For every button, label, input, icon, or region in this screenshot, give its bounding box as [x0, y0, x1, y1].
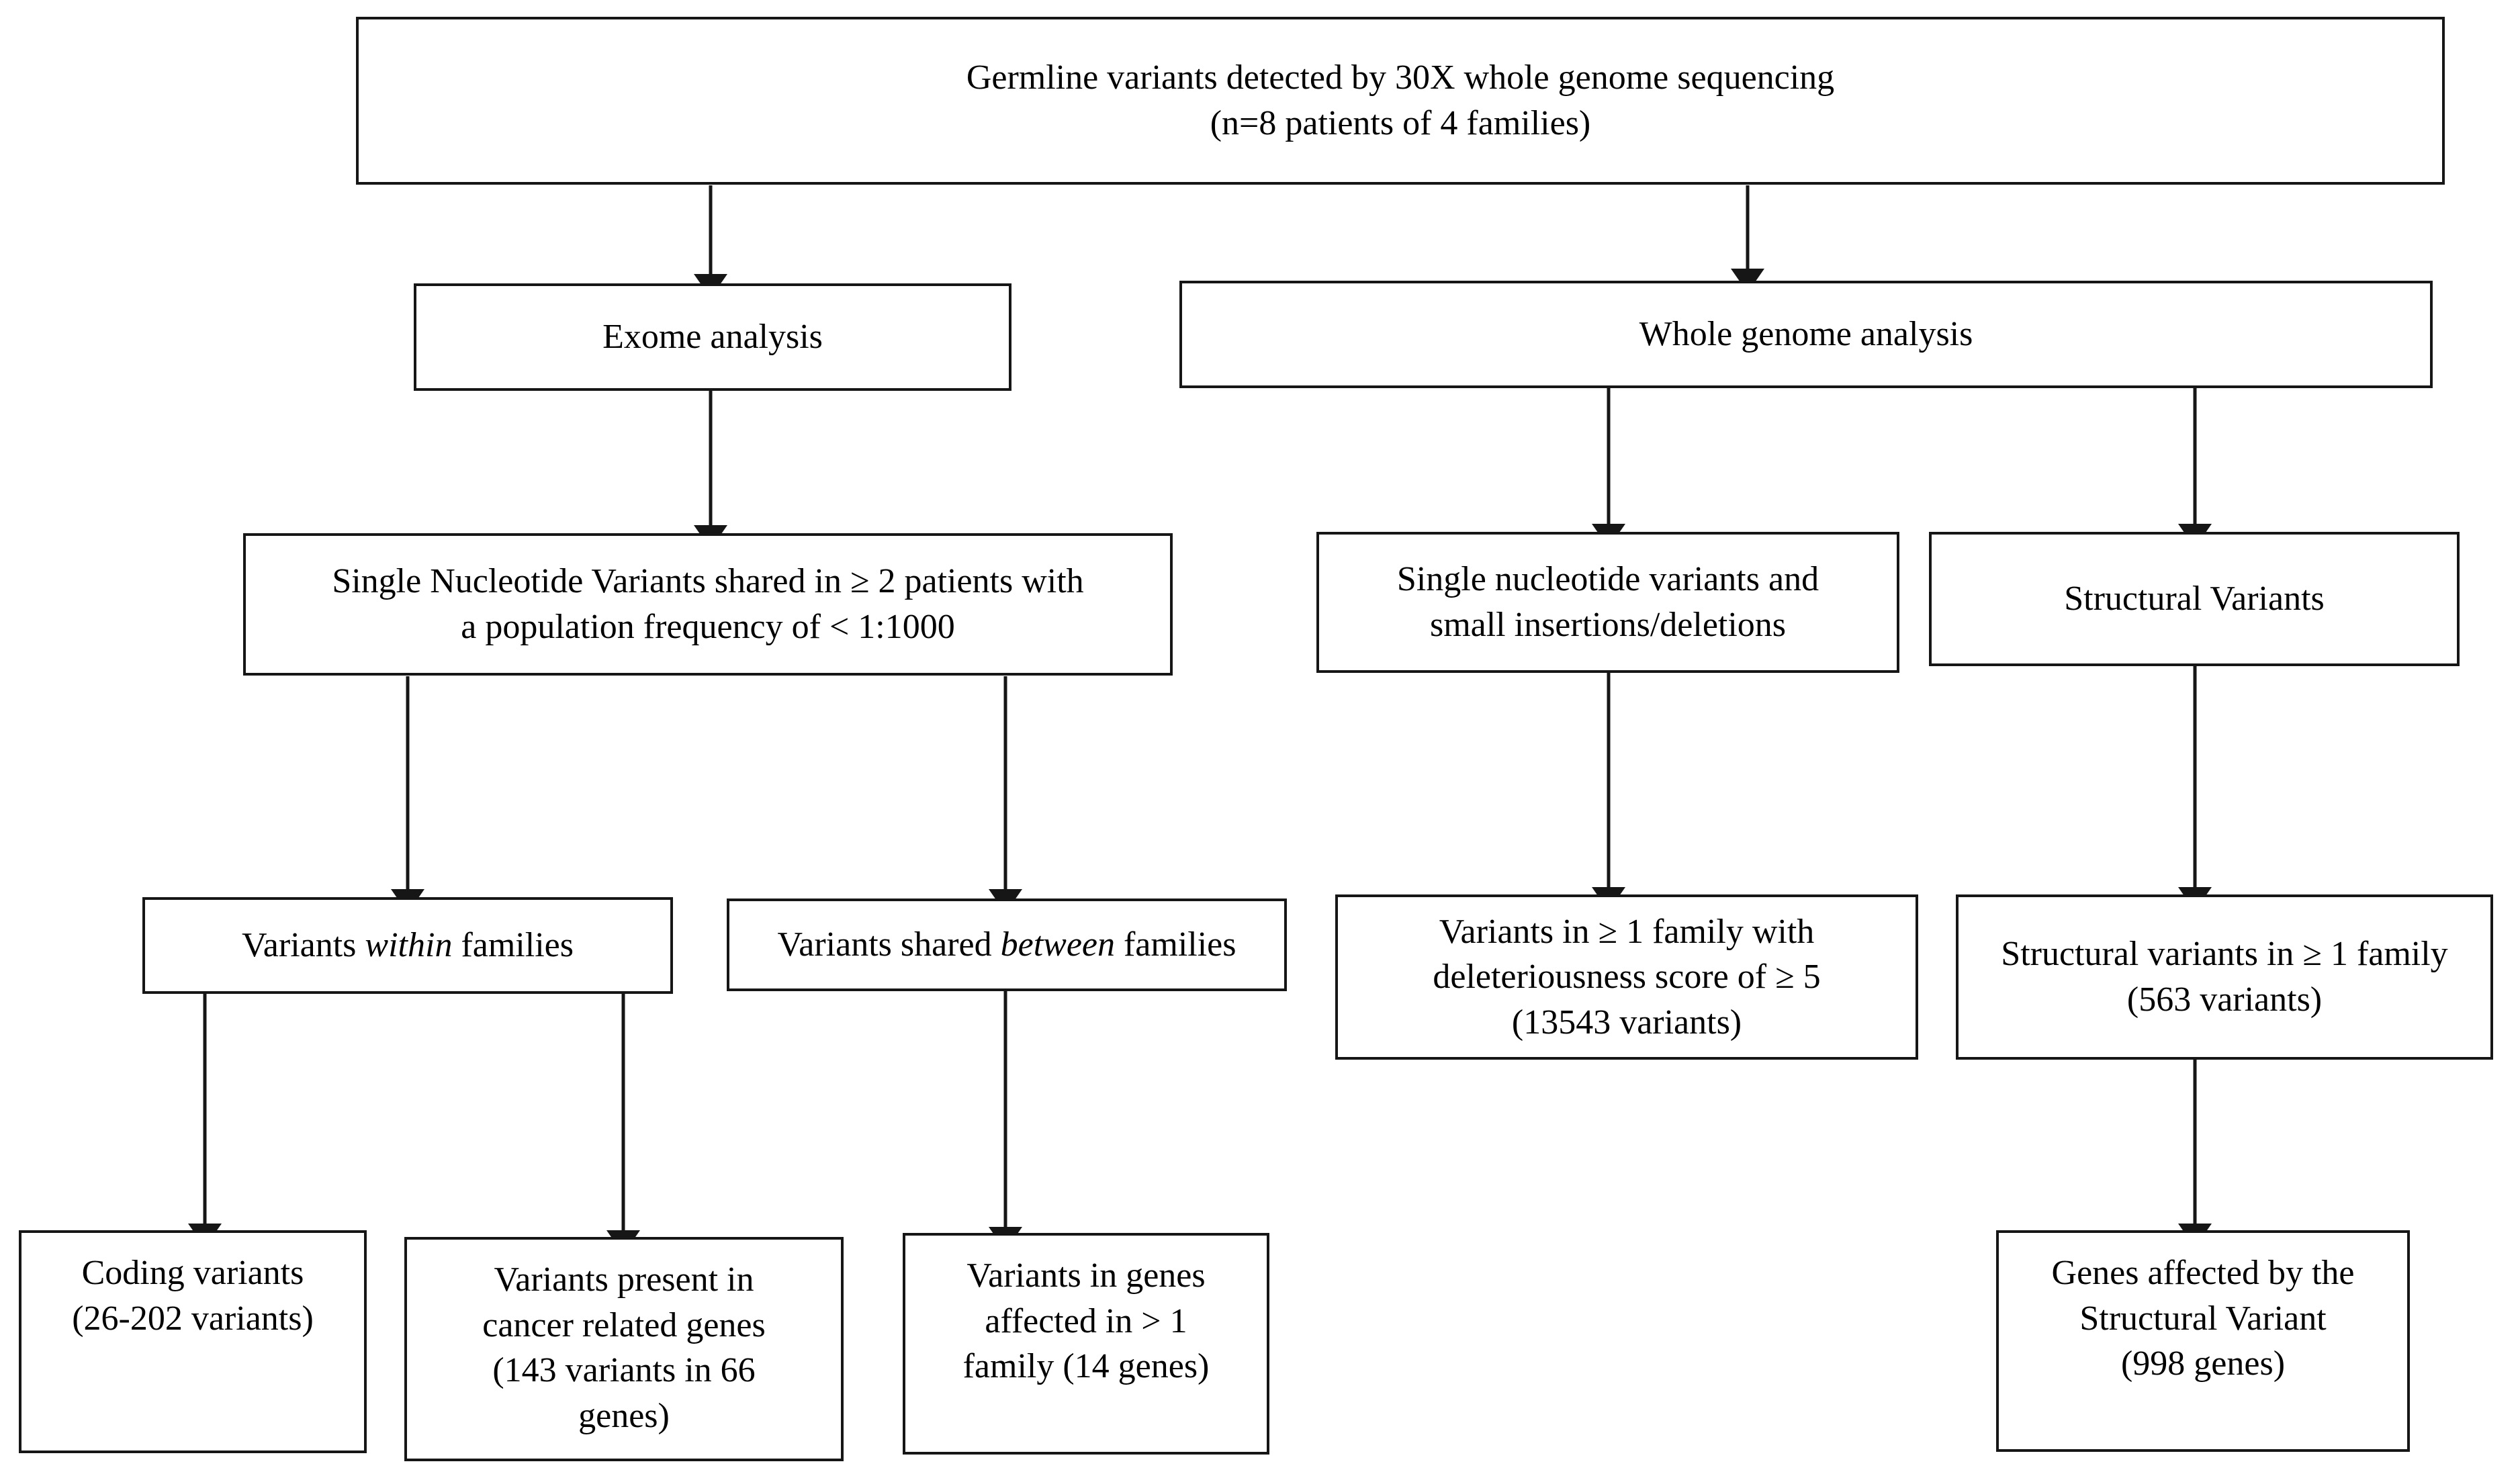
node-coding-variants[interactable]: Coding variants (26-202 variants) [19, 1230, 367, 1453]
node-sv-one-family-line1: Structural variants in ≥ 1 family [2001, 935, 2448, 974]
node-between-families[interactable]: Variants shared between families [727, 899, 1287, 991]
node-root-line1: Germline variants detected by 30X whole … [966, 58, 1835, 97]
node-genes-affected-sv-line3: (998 genes) [2120, 1344, 2286, 1383]
node-between-families-emphasis: between [1000, 925, 1115, 964]
node-genes-affected-sv[interactable]: Genes affected by the Structural Variant… [1996, 1230, 2410, 1452]
node-cancer-genes-line2: cancer related genes [482, 1305, 766, 1344]
node-snv-shared-line1: Single Nucleotide Variants shared in ≥ 2… [332, 562, 1084, 601]
node-root-line2: (n=8 patients of 4 families) [1210, 104, 1591, 142]
node-wgs-analysis-label: Whole genome analysis [1639, 315, 1973, 354]
node-genes-affected-sv-line1: Genes affected by the [2051, 1254, 2355, 1292]
node-between-families-suffix: families [1114, 925, 1236, 964]
node-snv-indels-line2: small insertions/deletions [1429, 606, 1787, 644]
node-exome-analysis-label: Exome analysis [602, 318, 823, 357]
node-coding-variants-line2: (26-202 variants) [72, 1299, 314, 1338]
node-genes-multi-family-line1: Variants in genes [966, 1256, 1206, 1295]
node-cancer-genes-line4: genes) [578, 1396, 670, 1435]
node-genes-multi-family-line2: affected in > 1 [985, 1301, 1187, 1340]
node-wgs-analysis[interactable]: Whole genome analysis [1179, 281, 2433, 388]
node-structural-variants[interactable]: Structural Variants [1929, 532, 2460, 666]
node-within-families-prefix: Variants [242, 926, 365, 965]
node-snv-shared[interactable]: Single Nucleotide Variants shared in ≥ 2… [243, 533, 1173, 676]
node-cancer-genes[interactable]: Variants present in cancer related genes… [404, 1237, 844, 1461]
node-snv-indels-line1: Single nucleotide variants and [1396, 560, 1819, 599]
node-between-families-prefix: Variants shared [777, 925, 1001, 964]
node-sv-one-family-line2: (563 variants) [2126, 980, 2323, 1019]
node-deleterious-variants-line1: Variants in ≥ 1 family with [1439, 912, 1815, 951]
node-exome-analysis[interactable]: Exome analysis [414, 283, 1011, 391]
node-snv-shared-line2: a population frequency of < 1:1000 [461, 608, 955, 646]
node-within-families-suffix: families [452, 926, 574, 965]
node-deleterious-variants[interactable]: Variants in ≥ 1 family with deleteriousn… [1335, 894, 1918, 1060]
node-coding-variants-line1: Coding variants [81, 1254, 304, 1292]
node-deleterious-variants-line3: (13543 variants) [1511, 1003, 1742, 1042]
node-within-families[interactable]: Variants within families [142, 897, 673, 994]
node-structural-variants-label: Structural Variants [2064, 580, 2325, 618]
node-root[interactable]: Germline variants detected by 30X whole … [356, 17, 2445, 185]
node-cancer-genes-line3: (143 variants in 66 [492, 1351, 756, 1390]
node-genes-multi-family-line3: family (14 genes) [962, 1347, 1210, 1386]
node-genes-affected-sv-line2: Structural Variant [2079, 1299, 2327, 1338]
node-within-families-emphasis: within [365, 926, 453, 965]
node-cancer-genes-line1: Variants present in [494, 1260, 754, 1299]
node-genes-multi-family[interactable]: Variants in genes affected in > 1 family… [903, 1233, 1269, 1455]
node-deleterious-variants-line2: deleteriousness score of ≥ 5 [1433, 958, 1821, 997]
node-sv-one-family[interactable]: Structural variants in ≥ 1 family (563 v… [1956, 894, 2493, 1060]
node-snv-indels[interactable]: Single nucleotide variants and small ins… [1316, 532, 1899, 673]
